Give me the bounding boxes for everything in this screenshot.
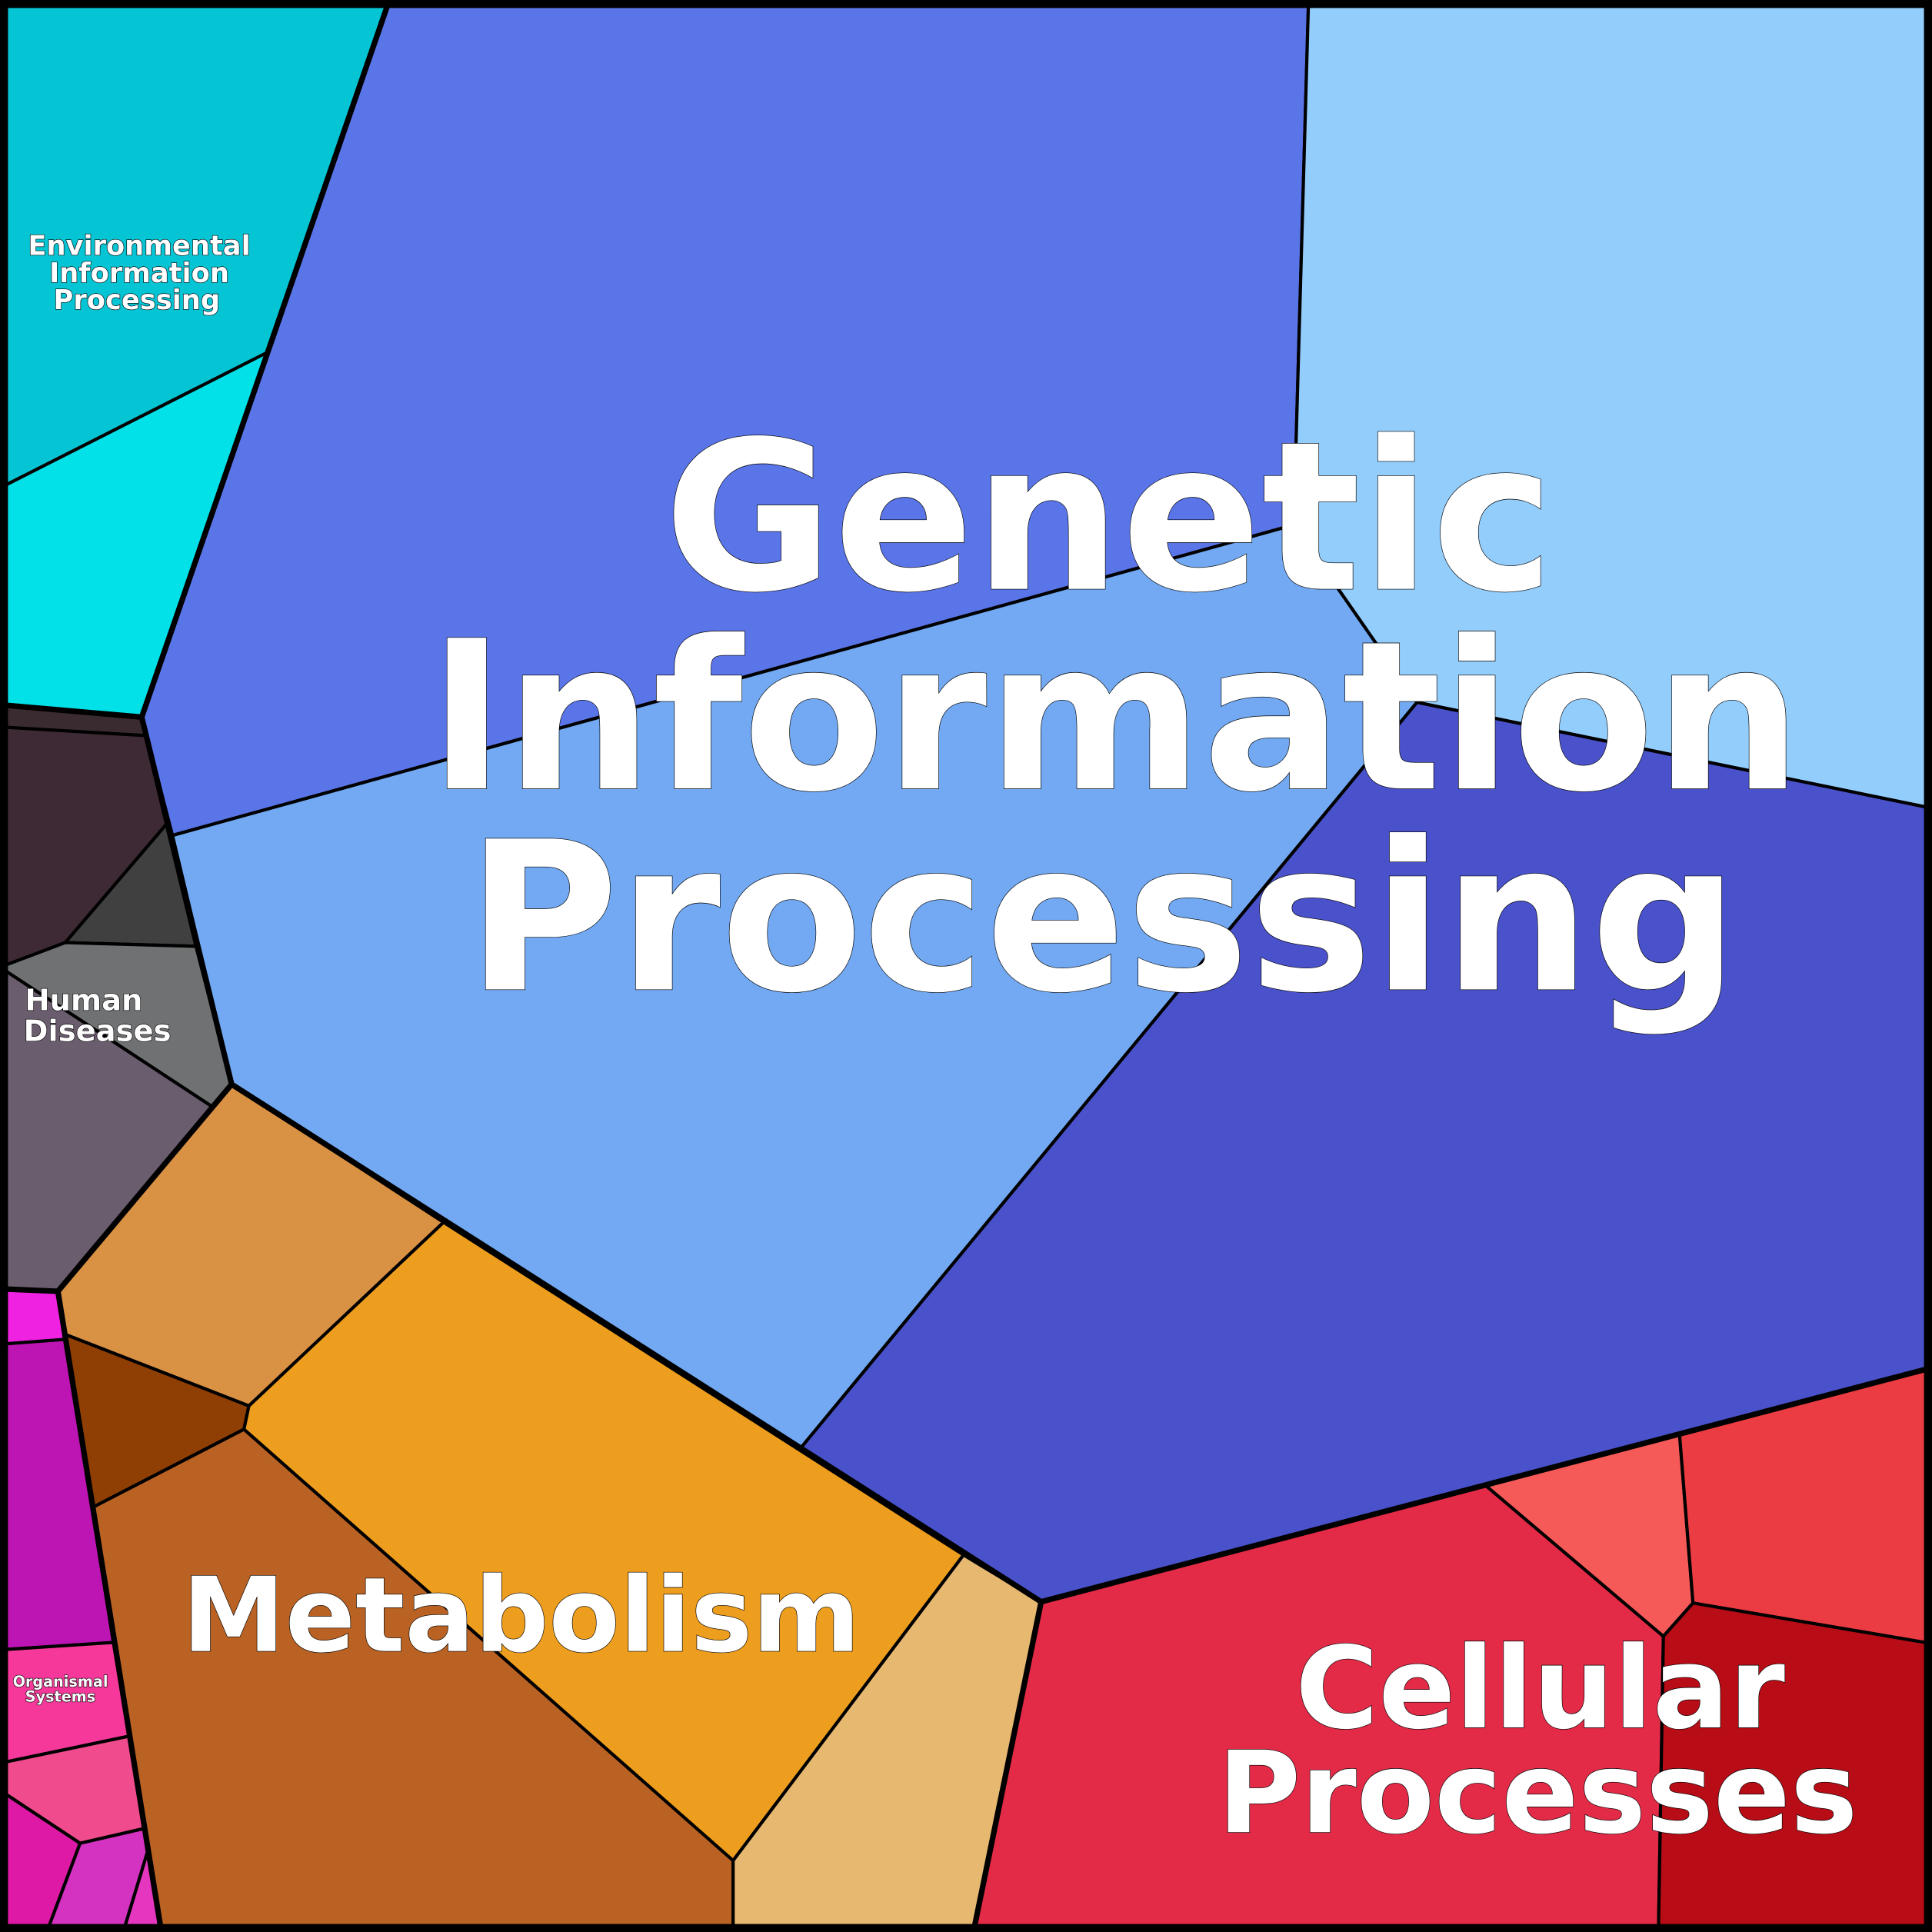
group-border-genetic — [138, 716, 1932, 1605]
label-environmental-line2: Information — [49, 258, 229, 289]
label-human-line1: Human — [25, 984, 142, 1018]
label-human: Human Diseases — [23, 983, 172, 1049]
label-environmental-line1: Environmental — [28, 231, 250, 262]
group-border-cellular — [971, 1601, 1044, 1932]
label-organismal-line1: Organismal — [13, 1673, 108, 1690]
cell-organismal-1[interactable] — [0, 1287, 67, 1346]
label-organismal-line2: Systems — [25, 1687, 96, 1705]
label-genetic: Genetic Information Processing — [428, 397, 1802, 1039]
label-cellular: Cellular Processes — [1217, 1621, 1859, 1859]
label-genetic-line1: Genetic — [664, 398, 1554, 638]
label-organismal: Organismal Systems — [12, 1673, 108, 1707]
label-metabolism: Metabolism — [182, 1555, 861, 1676]
label-environmental-line3: Processing — [54, 285, 221, 316]
label-environmental: Environmental Information Processing — [28, 230, 251, 317]
cell-cellular-4[interactable] — [1657, 1601, 1932, 1932]
label-cellular-line2: Processes — [1217, 1727, 1857, 1859]
label-cellular-line1: Cellular — [1295, 1622, 1785, 1754]
label-human-line2: Diseases — [24, 1014, 172, 1049]
group-border-metabolism — [55, 1291, 165, 1932]
label-genetic-line3: Processing — [467, 798, 1739, 1038]
label-genetic-line2: Information — [428, 597, 1802, 838]
